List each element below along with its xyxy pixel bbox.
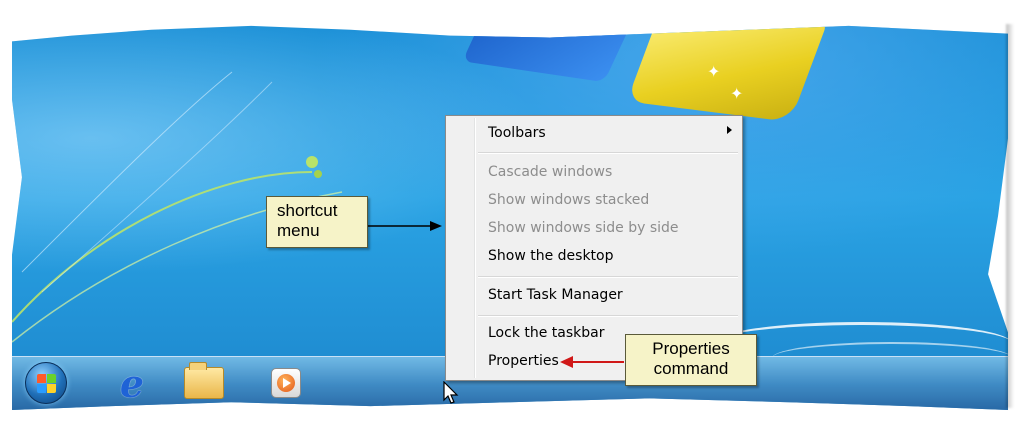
menu-item-properties[interactable]: Properties [488, 350, 559, 372]
menu-item-label: Lock the taskbar [488, 325, 605, 341]
menu-separator [478, 315, 738, 317]
menu-item-cascade-windows[interactable]: Cascade windows [488, 161, 612, 183]
windows-media-player-icon [271, 368, 301, 398]
internet-explorer-icon: e [119, 360, 145, 406]
menu-separator [478, 152, 738, 154]
wallpaper-wave [772, 342, 1008, 374]
menu-separator [478, 276, 738, 278]
menu-item-lock-the-taskbar[interactable]: Lock the taskbar [488, 322, 605, 344]
sparkle-icon: ✦ [730, 84, 744, 103]
menu-gutter [474, 118, 476, 378]
start-button[interactable] [24, 361, 68, 405]
menu-item-show-windows-stacked[interactable]: Show windows stacked [488, 189, 649, 211]
windows-explorer-button[interactable] [182, 361, 226, 405]
internet-explorer-button[interactable]: e [110, 360, 154, 406]
windows-media-player-button[interactable] [264, 361, 308, 405]
menu-item-label: Show windows stacked [488, 192, 650, 208]
wallpaper-wave [712, 322, 1008, 365]
wallpaper-swirl [12, 71, 343, 343]
menu-item-show-the-desktop[interactable]: Show the desktop [488, 245, 614, 267]
callout-text: shortcut [277, 201, 338, 220]
menu-item-start-task-manager[interactable]: Start Task Manager [488, 284, 623, 306]
menu-item-label: Show the desktop [488, 248, 614, 264]
menu-item-toolbars[interactable]: Toolbars [488, 122, 728, 144]
page-edge-shadow [1006, 24, 1014, 408]
menu-item-label: Show windows side by side [488, 220, 679, 236]
shortcut-menu-callout: shortcut menu [266, 196, 368, 248]
submenu-arrow-icon [727, 126, 732, 134]
windows-explorer-icon [184, 362, 224, 399]
callout-text: command [653, 359, 729, 378]
menu-item-label: Toolbars [488, 125, 546, 141]
callout-text: menu [277, 221, 320, 240]
menu-item-label: Cascade windows [488, 164, 613, 180]
mouse-pointer-icon [443, 381, 459, 404]
menu-item-label: Start Task Manager [488, 287, 623, 303]
sparkle-icon: ✦ [707, 62, 721, 81]
callout-text: Properties [652, 339, 730, 358]
properties-command-callout: Properties command [625, 334, 757, 386]
start-orb-icon [25, 362, 67, 404]
menu-item-show-windows-side-by-side[interactable]: Show windows side by side [488, 217, 679, 239]
menu-item-label: Properties [488, 353, 559, 369]
